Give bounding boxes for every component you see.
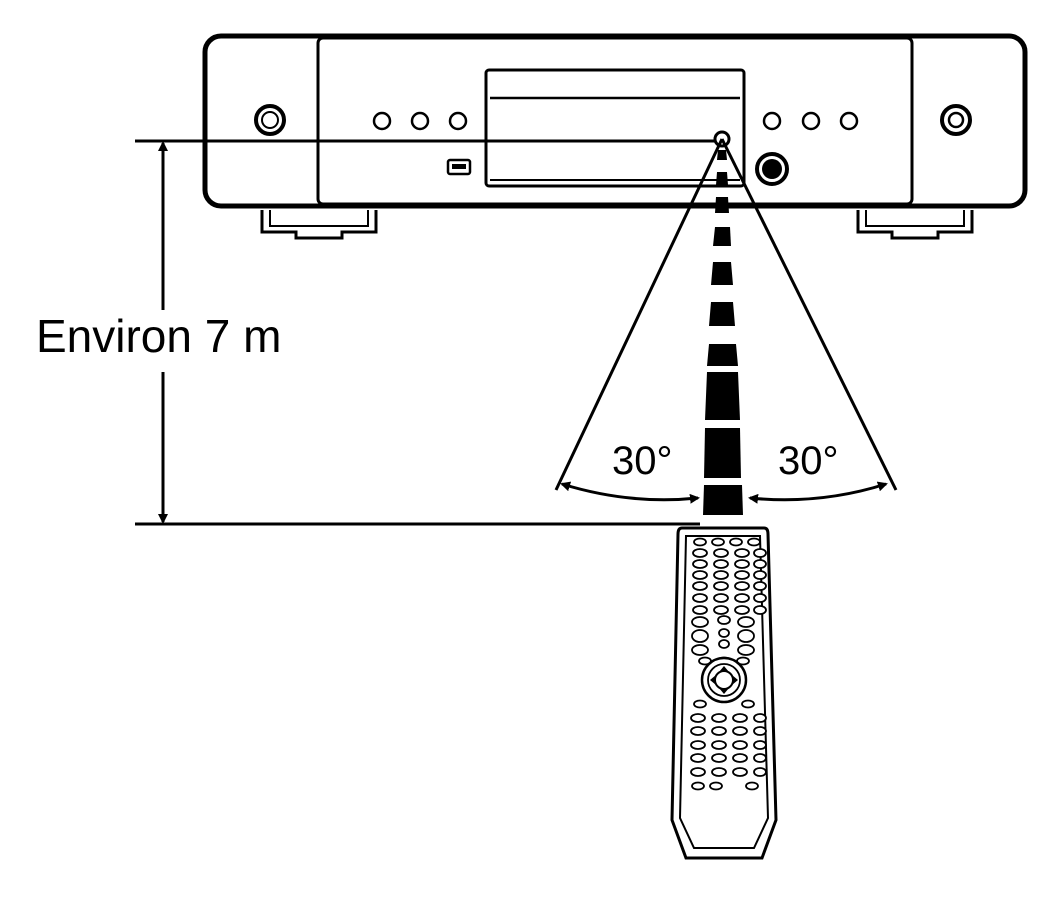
player-foot-left [260, 210, 378, 240]
headphone-jack-icon [940, 104, 972, 136]
angle-left-label: 30° [612, 439, 673, 483]
angle-arc-right [748, 481, 888, 504]
angle-arc-left [560, 481, 700, 504]
ir-beam-icon [703, 150, 743, 515]
front-buttons-left [372, 111, 468, 131]
remote-buttons [691, 537, 767, 666]
player-foot-right [856, 210, 974, 240]
front-buttons-right [762, 111, 859, 131]
usb-port-icon [446, 158, 472, 176]
remote-buttons-lower [690, 699, 767, 791]
volume-knob-icon [755, 152, 789, 186]
remote-control-icon [670, 526, 778, 860]
signal-cone [554, 138, 898, 491]
cd-player-icon [202, 33, 1028, 240]
distance-dimension [135, 139, 716, 526]
power-knob-icon [254, 104, 286, 136]
distance-label: Environ 7 m [36, 310, 281, 362]
remote-dpad-icon [700, 656, 748, 704]
angle-right-label: 30° [778, 439, 839, 483]
